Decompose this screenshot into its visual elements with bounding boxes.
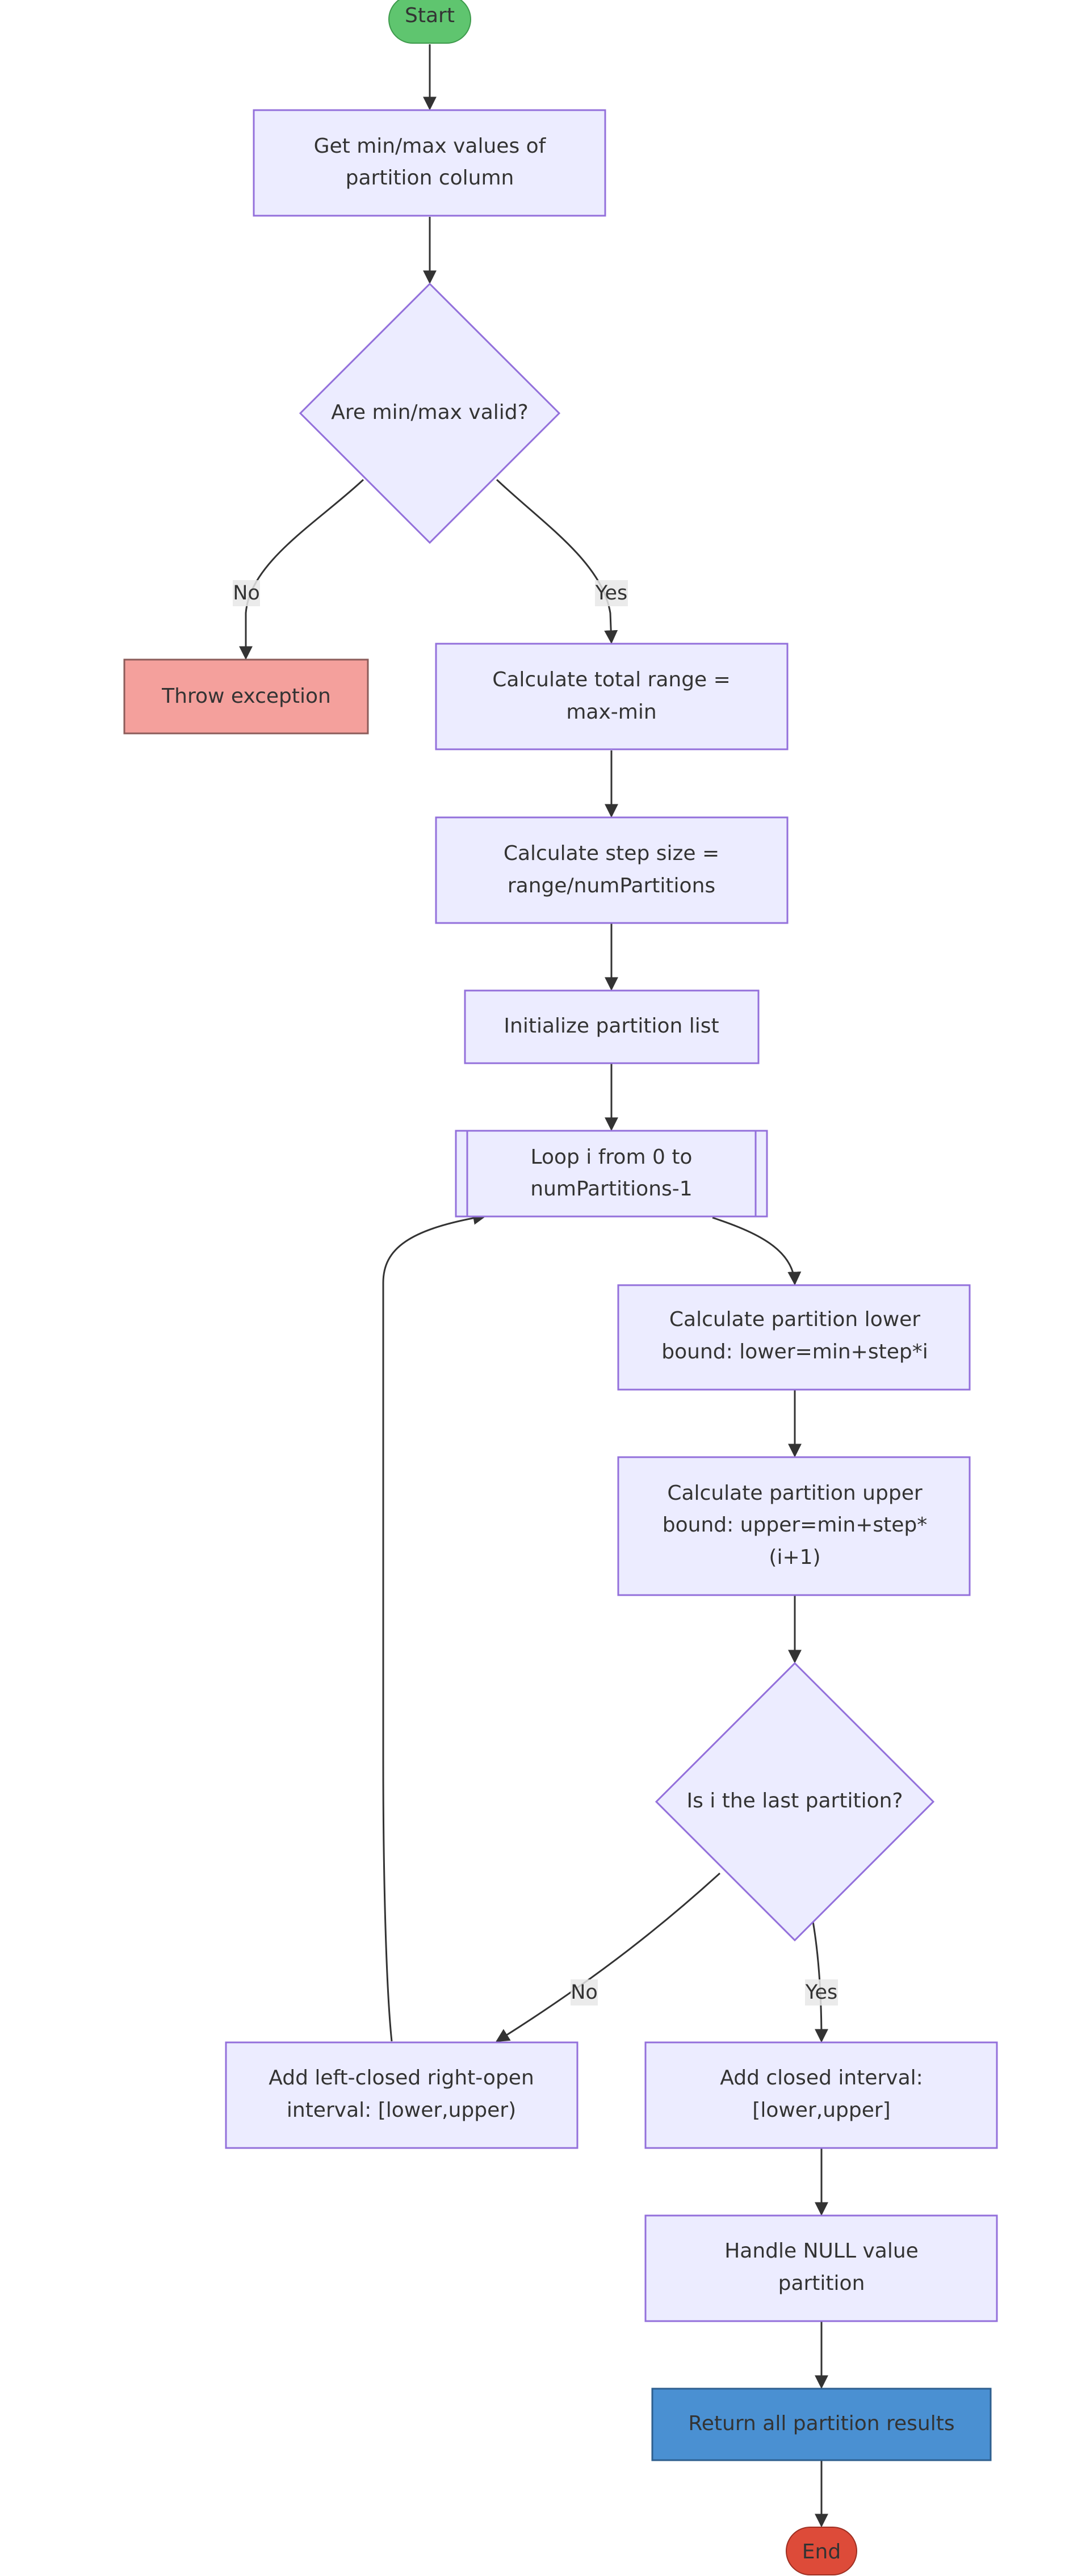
step-size-line-1: Calculate step size = [504, 842, 719, 865]
edge-label-last-no: No [571, 1981, 598, 2004]
node-step-size: Calculate step size = range/numPartition… [435, 816, 789, 924]
node-get-minmax: Get min/max values of partition column [253, 109, 606, 217]
return-all-box [651, 2388, 992, 2461]
start-label: Start [405, 4, 455, 27]
init-list-box [464, 989, 760, 1064]
null-partition-box [644, 2214, 998, 2322]
upper-bound-line-2: bound: upper=min+step* [663, 1513, 928, 1537]
get-minmax-line-2: partition column [346, 166, 514, 190]
left-closed-box [225, 2041, 578, 2149]
last-decision-label: Is i the last partition? [686, 1789, 903, 1813]
node-last-decision: Is i the last partition? [655, 1662, 935, 1942]
loop-line-1: Loop i from 0 to [531, 1146, 693, 1169]
node-init-list: Initialize partition list [464, 989, 760, 1064]
edges [239, 44, 828, 2528]
total-range-line-1: Calculate total range = [492, 668, 731, 691]
loop-box [455, 1130, 768, 1218]
return-all-label: Return all partition results [688, 2412, 954, 2435]
last-decision-diamond [655, 1662, 935, 1942]
edge-last-to-closed [812, 1921, 828, 2043]
get-minmax-line-1: Get min/max values of [314, 135, 547, 158]
node-null-partition: Handle NULL value partition [644, 2214, 998, 2322]
edge-left-closed-to-loop [382, 1211, 487, 2042]
node-left-closed: Add left-closed right-open interval: [lo… [225, 2041, 578, 2149]
node-loop: Loop i from 0 to numPartitions-1 [455, 1130, 768, 1218]
step-size-box [435, 816, 789, 924]
node-throw-exception: Throw exception [123, 658, 369, 735]
loop-line-2: numPartitions-1 [530, 1177, 692, 1201]
end-terminal [786, 2527, 857, 2575]
node-upper-bound: Calculate partition upper bound: upper=m… [617, 1456, 971, 1596]
edge-loop-to-lower [712, 1216, 802, 1286]
edge-label-valid-no: No [233, 582, 260, 605]
null-partition-line-1: Handle NULL value [724, 2239, 919, 2263]
null-partition-line-2: partition [778, 2272, 865, 2295]
edge-label-valid-yes: Yes [595, 582, 628, 605]
step-size-line-2: range/numPartitions [508, 874, 715, 897]
node-lower-bound: Calculate partition lower bound: lower=m… [617, 1284, 971, 1391]
upper-bound-box [617, 1456, 971, 1596]
upper-bound-line-3: (i+1) [769, 1546, 820, 1569]
node-closed-interval: Add closed interval: [lower,upper] [644, 2041, 998, 2149]
closed-interval-box [644, 2041, 998, 2149]
valid-decision-diamond [299, 282, 561, 544]
init-list-label: Initialize partition list [504, 1014, 719, 1038]
start-terminal [388, 0, 471, 44]
node-total-range: Calculate total range = max-min [435, 643, 789, 750]
node-valid-decision: Are min/max valid? [299, 282, 561, 544]
total-range-box [435, 643, 789, 750]
valid-decision-label: Are min/max valid? [331, 401, 528, 424]
throw-exception-label: Throw exception [161, 685, 331, 708]
lower-bound-box [617, 1284, 971, 1391]
node-return-all: Return all partition results [651, 2388, 992, 2461]
end-label: End [802, 2540, 841, 2564]
closed-interval-line-1: Add closed interval: [720, 2066, 923, 2090]
left-closed-line-2: interval: [lower,upper) [287, 2099, 516, 2122]
edge-last-to-left-closed [495, 1872, 721, 2042]
node-end: End [786, 2527, 857, 2575]
lower-bound-line-2: bound: lower=min+step*i [661, 1340, 928, 1363]
total-range-line-2: max-min [566, 700, 656, 724]
throw-exception-box [123, 658, 369, 735]
lower-bound-line-1: Calculate partition lower [669, 1308, 920, 1331]
get-minmax-box [253, 109, 606, 217]
node-start: Start [388, 0, 471, 44]
closed-interval-line-2: [lower,upper] [752, 2099, 890, 2122]
edge-valid-to-total-range [496, 479, 618, 644]
left-closed-line-1: Add left-closed right-open [269, 2066, 534, 2090]
edge-valid-to-throw [239, 479, 364, 660]
edge-labels: No Yes No Yes [233, 580, 838, 2006]
upper-bound-line-1: Calculate partition upper [667, 1482, 922, 1505]
edge-label-last-yes: Yes [805, 1981, 838, 2004]
